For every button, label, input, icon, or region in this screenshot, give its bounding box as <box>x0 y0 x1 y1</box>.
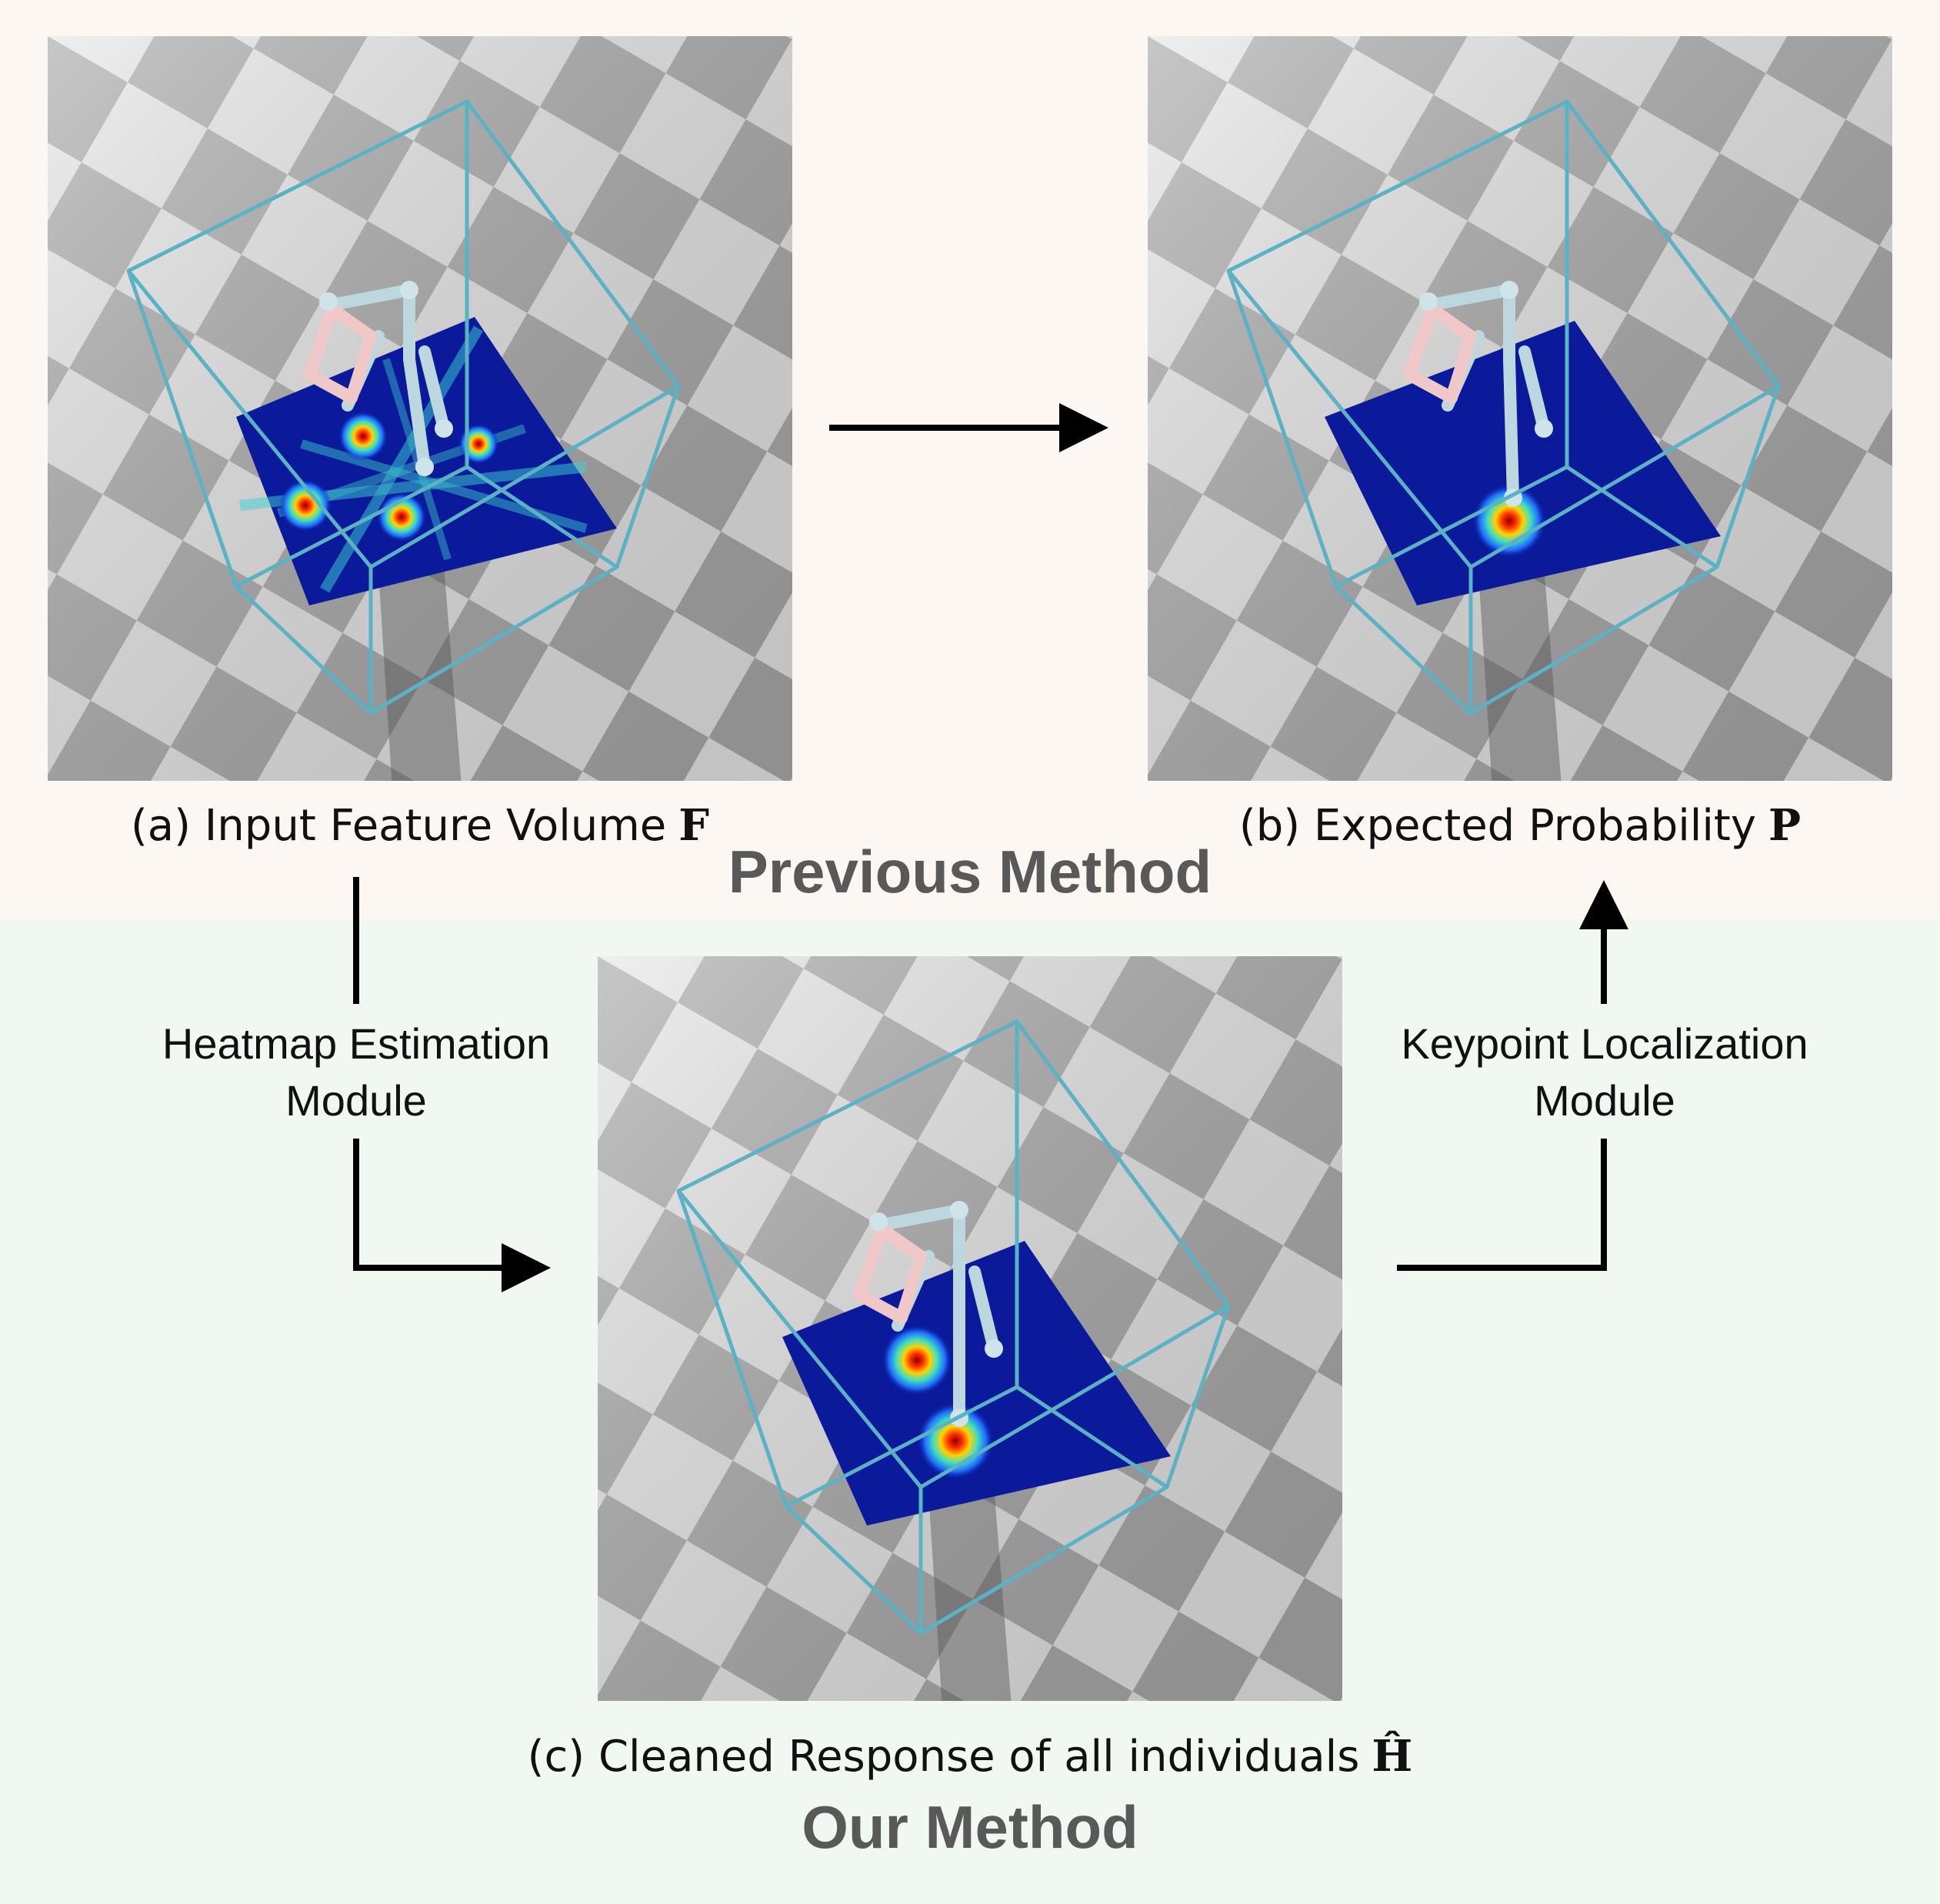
keypoint-label-line1: Keypoint Localization <box>1401 1019 1808 1068</box>
caption-panel-a-text: (a) Input Feature Volume <box>130 801 667 851</box>
panel-a-feature-volume <box>48 36 792 781</box>
panel-a-render <box>48 36 792 781</box>
section-title-previous: Previous Method <box>728 838 1212 905</box>
keypoint-localization-module-label: Keypoint Localization Module <box>1358 1015 1851 1129</box>
panel-b-expected-probability <box>1148 36 1892 781</box>
caption-panel-c-symbol: Ĥ <box>1372 1731 1413 1782</box>
heatmap-label-line1: Heatmap Estimation <box>162 1019 551 1068</box>
panel-c-cleaned-response <box>598 956 1342 1701</box>
caption-panel-a-symbol: F <box>678 800 710 851</box>
caption-panel-b-text: (b) Expected Probability <box>1238 801 1757 851</box>
keypoint-label-line2: Module <box>1534 1076 1675 1125</box>
section-title-ours: Our Method <box>802 1793 1138 1861</box>
caption-panel-c-text: (c) Cleaned Response of all individuals <box>527 1732 1360 1782</box>
heatmap-estimation-module-label: Heatmap Estimation Module <box>110 1015 602 1129</box>
caption-panel-b-symbol: P <box>1768 800 1802 851</box>
panel-c-render <box>598 956 1342 1701</box>
panel-b-render <box>1148 36 1892 781</box>
heatmap-label-line2: Module <box>285 1076 427 1125</box>
